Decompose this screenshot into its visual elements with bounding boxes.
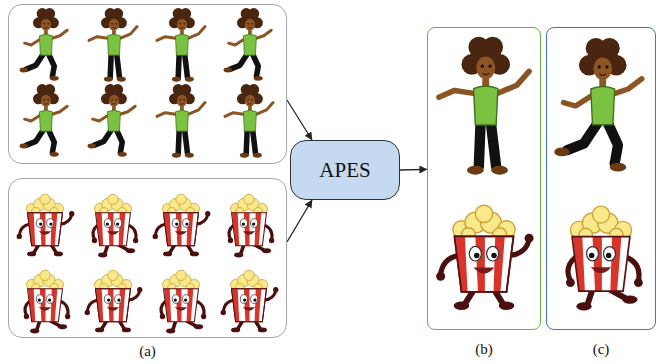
popcorn-poses — [17, 194, 279, 333]
method-name: APES — [319, 158, 370, 182]
popcorn-figure — [153, 194, 211, 256]
flow-arrow — [400, 169, 427, 171]
popcorn-figure — [85, 270, 143, 332]
result-panel: (c) — [546, 27, 656, 330]
popcorn-figure — [566, 206, 643, 310]
girl-figure — [554, 38, 642, 172]
panel-label: (a) — [9, 343, 286, 360]
popcorn-figure — [221, 270, 279, 332]
girl-figure — [88, 84, 136, 157]
result-figures — [436, 37, 643, 311]
girl-figure — [439, 37, 529, 175]
result-panel: (b) — [427, 27, 541, 330]
girl-poses — [20, 8, 273, 158]
popcorn-figure — [17, 194, 75, 256]
popcorn-figure — [24, 270, 70, 333]
girl-figure — [20, 8, 68, 81]
popcorn-figure — [160, 270, 206, 333]
flow-arrow — [287, 200, 312, 242]
panel-label: (b) — [428, 341, 540, 358]
girl-figure — [89, 8, 137, 82]
method-box: APES — [290, 140, 400, 200]
panel-label: (c) — [547, 341, 655, 358]
girl-figure — [224, 8, 272, 81]
popcorn-figure — [92, 194, 138, 257]
popcorn-figure — [228, 194, 274, 257]
girl-figure — [20, 84, 68, 157]
image-group-box: (a) — [8, 178, 287, 338]
girl-figure — [157, 8, 205, 82]
girl-figure — [157, 84, 205, 158]
girl-figure — [225, 84, 273, 158]
popcorn-figure — [436, 205, 533, 310]
image-group-box — [8, 4, 287, 164]
flow-arrow — [287, 100, 312, 140]
